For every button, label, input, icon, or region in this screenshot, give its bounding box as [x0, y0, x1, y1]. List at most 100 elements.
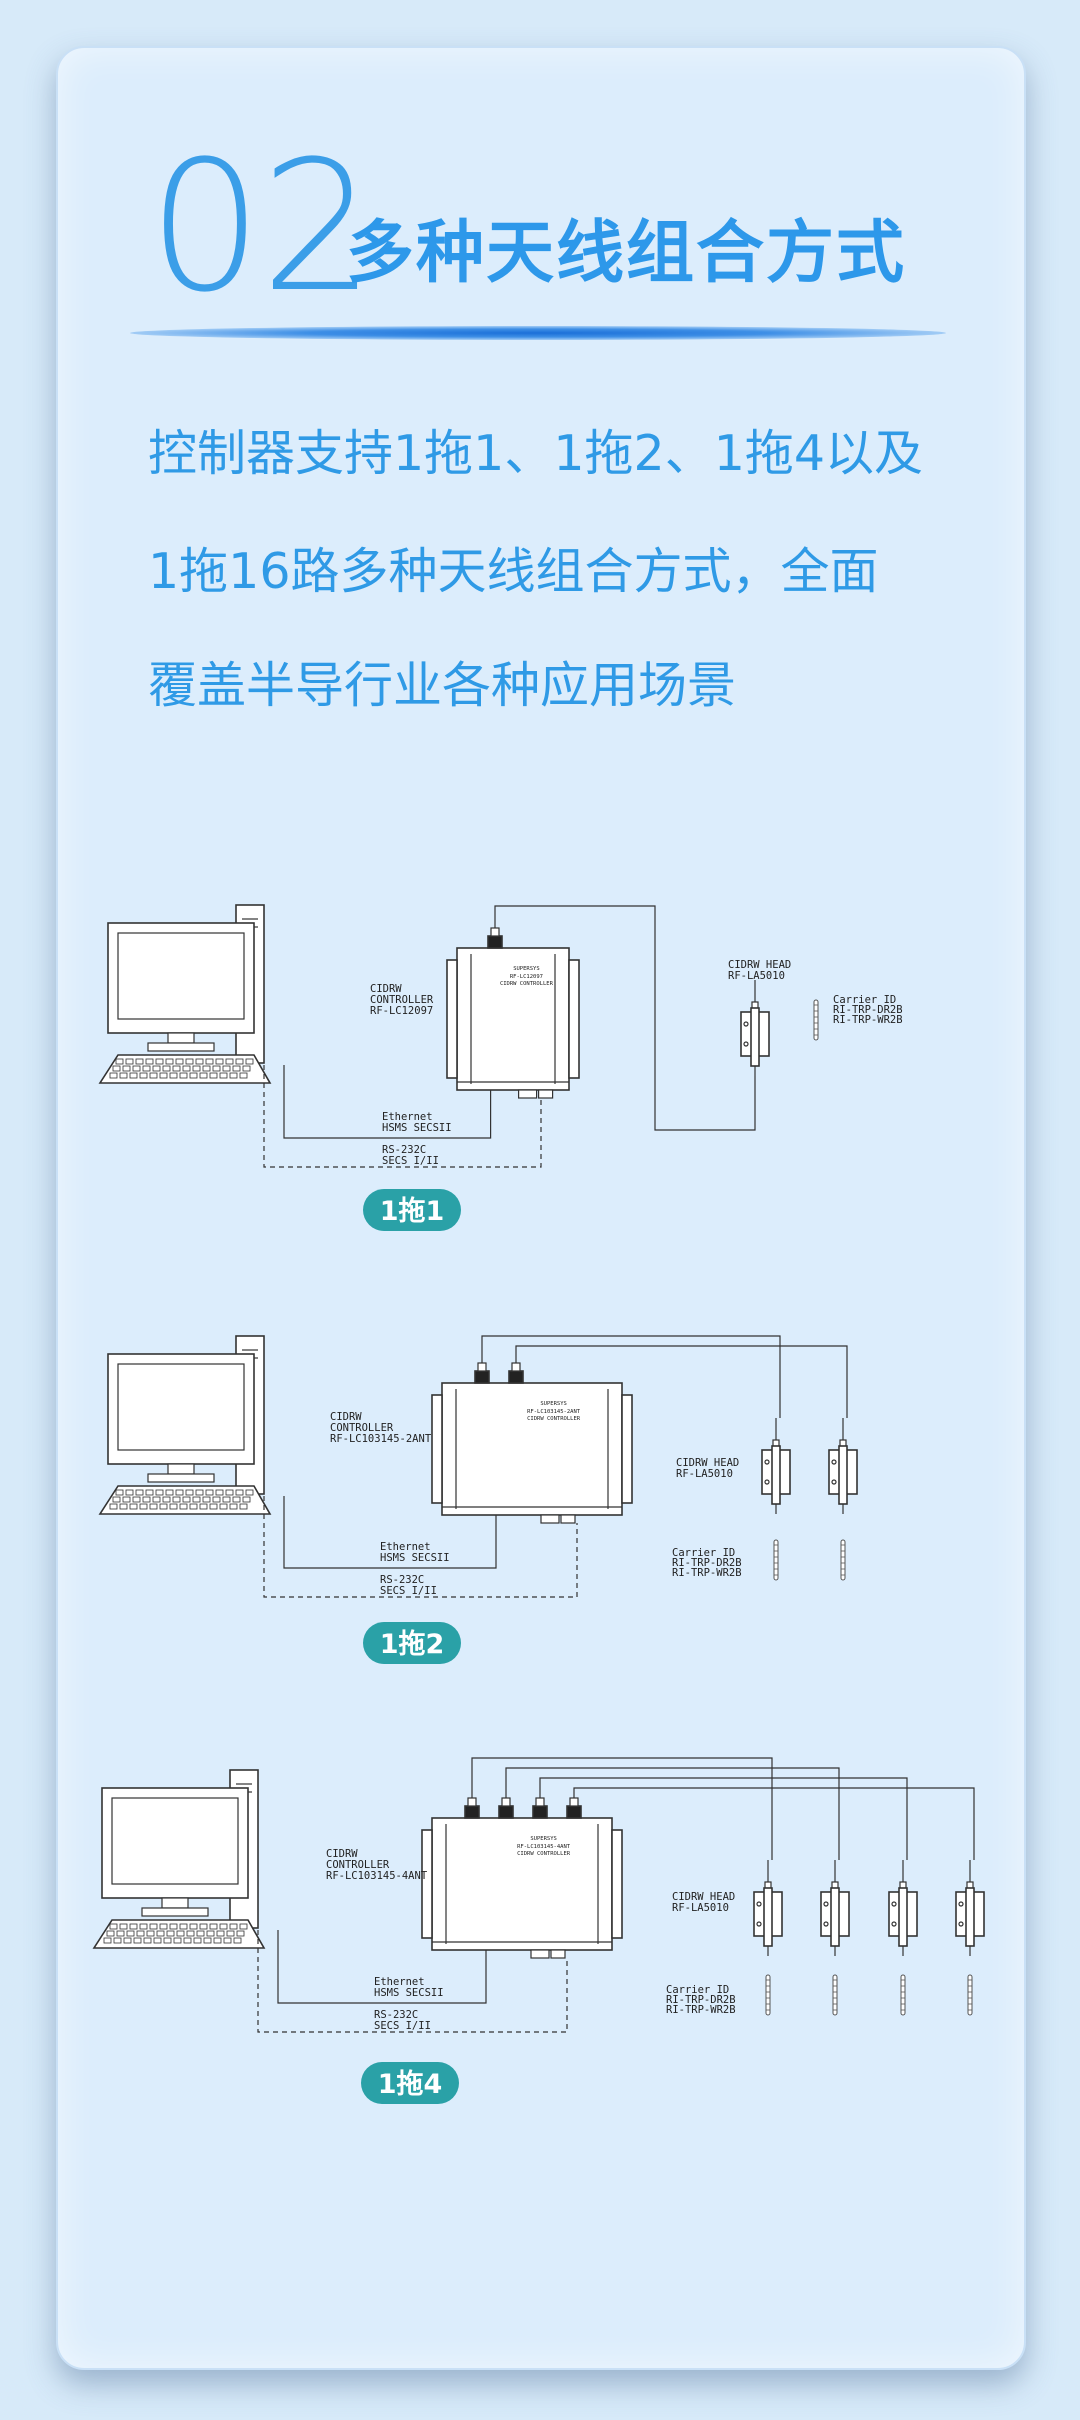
rs232-label: SECS I/II	[374, 2020, 431, 2032]
computer-icon	[98, 1335, 272, 1515]
section-title: 多种天线组合方式	[346, 214, 907, 293]
carrier-tag-icon	[813, 999, 819, 1041]
carrier-tag-icon	[832, 1974, 838, 2016]
carrier-label: RI-TRP-WR2B	[833, 1014, 903, 1026]
device-model: RF-LC12097	[510, 974, 543, 980]
device-model: RF-LC103145-2ANT	[527, 1409, 581, 1415]
computer-icon	[92, 1769, 266, 1949]
carrier-label: RI-TRP-DR2B	[666, 1994, 736, 2006]
section-number: 02	[148, 123, 375, 332]
head-label: CIDRW HEAD	[676, 1457, 739, 1469]
carrier-label: RI-TRP-WR2B	[666, 2004, 736, 2016]
antenna-cable	[481, 1335, 781, 1418]
antenna-connector	[487, 935, 503, 949]
carrier-tag-icon	[840, 1539, 846, 1581]
antenna-cable	[494, 905, 756, 1131]
controller-label: CIDRW	[370, 983, 402, 995]
head-label: RF-LA5010	[672, 1902, 729, 1914]
device-sub: CIDRW CONTROLLER	[517, 1851, 571, 1857]
head-label: CIDRW HEAD	[672, 1891, 735, 1903]
antenna-head-icon	[761, 1418, 791, 1514]
antenna-head-icon	[888, 1860, 918, 1956]
device-model: RF-LC103145-4ANT	[517, 1844, 571, 1850]
controller-label: CIDRW	[326, 1848, 358, 1860]
carrier-tag-icon	[765, 1974, 771, 2016]
antenna-head-icon	[740, 980, 770, 1076]
rs232-label: RS-232C	[382, 1144, 426, 1156]
combo-badge-label: 1拖2	[380, 1629, 445, 1660]
computer-icon	[98, 904, 272, 1084]
carrier-label: RI-TRP-DR2B	[672, 1557, 742, 1569]
carrier-label: Carrier ID	[666, 1984, 729, 1996]
description-line-3: 覆盖半导行业各种应用场景	[148, 657, 737, 714]
device-sub: CIDRW CONTROLLER	[500, 981, 554, 987]
antenna-head-icon	[828, 1418, 858, 1514]
ethernet-label: HSMS SECSII	[374, 1987, 444, 1999]
rs232-cable	[257, 1930, 568, 2033]
description-line-1: 控制器支持1拖1、1拖2、1拖4以及	[148, 425, 924, 482]
antenna-cable	[471, 1757, 773, 1860]
description-line-2: 1拖16路多种天线组合方式，全面	[148, 543, 879, 600]
carrier-tag-icon	[773, 1539, 779, 1581]
combo-badge: 1拖2	[363, 1622, 461, 1664]
antenna-connector	[566, 1805, 582, 1819]
controller-label: RF-LC103145-2ANT	[330, 1433, 432, 1445]
antenna-connector	[464, 1805, 480, 1819]
controller-label: CIDRW	[330, 1411, 362, 1423]
combo-badge-label: 1拖4	[378, 2069, 443, 2100]
head-label: CIDRW HEAD	[728, 959, 791, 971]
ethernet-label: Ethernet	[380, 1541, 431, 1553]
controller-label: CONTROLLER	[330, 1422, 394, 1434]
combo-badge-label: 1拖1	[380, 1196, 445, 1227]
carrier-tag-icon	[967, 1974, 973, 2016]
ethernet-cable	[283, 1496, 497, 1569]
antenna-head-icon	[955, 1860, 985, 1956]
carrier-label: Carrier ID	[672, 1547, 735, 1559]
carrier-label: RI-TRP-DR2B	[833, 1004, 903, 1016]
controller-label: RF-LC103145-4ANT	[326, 1870, 428, 1882]
ethernet-cable	[283, 1065, 492, 1139]
controller-label: CONTROLLER	[326, 1859, 390, 1871]
ethernet-label: HSMS SECSII	[382, 1122, 452, 1134]
rs232-label: SECS I/II	[380, 1585, 437, 1597]
antenna-connector	[498, 1805, 514, 1819]
carrier-label: RI-TRP-WR2B	[672, 1567, 742, 1579]
controller-label: CONTROLLER	[370, 994, 434, 1006]
rs232-label: RS-232C	[374, 2009, 418, 2021]
combo-badge: 1拖1	[363, 1189, 461, 1231]
ethernet-cable	[277, 1930, 487, 2004]
head-label: RF-LA5010	[728, 970, 785, 982]
device-brand: SUPERSYS	[513, 966, 540, 972]
antenna-head-icon	[753, 1860, 783, 1956]
carrier-label: Carrier ID	[833, 994, 896, 1006]
content-card	[56, 46, 1026, 2370]
title-underline	[130, 326, 946, 340]
rs232-label: RS-232C	[380, 1574, 424, 1586]
antenna-connector	[474, 1370, 490, 1384]
device-brand: SUPERSYS	[530, 1836, 557, 1842]
antenna-cable	[505, 1767, 840, 1860]
combo-badge: 1拖4	[361, 2062, 459, 2104]
controller-label: RF-LC12097	[370, 1005, 433, 1017]
rs232-label: SECS I/II	[382, 1155, 439, 1167]
antenna-cable	[539, 1777, 908, 1860]
antenna-connector	[508, 1370, 524, 1384]
device-sub: CIDRW CONTROLLER	[527, 1416, 581, 1422]
antenna-cable	[573, 1787, 975, 1860]
rs232-cable	[263, 1496, 578, 1598]
antenna-cable	[515, 1345, 848, 1418]
ethernet-label: Ethernet	[374, 1976, 425, 1988]
antenna-connector	[532, 1805, 548, 1819]
ethernet-label: HSMS SECSII	[380, 1552, 450, 1564]
device-brand: SUPERSYS	[540, 1401, 567, 1407]
carrier-tag-icon	[900, 1974, 906, 2016]
ethernet-label: Ethernet	[382, 1111, 433, 1123]
head-label: RF-LA5010	[676, 1468, 733, 1480]
